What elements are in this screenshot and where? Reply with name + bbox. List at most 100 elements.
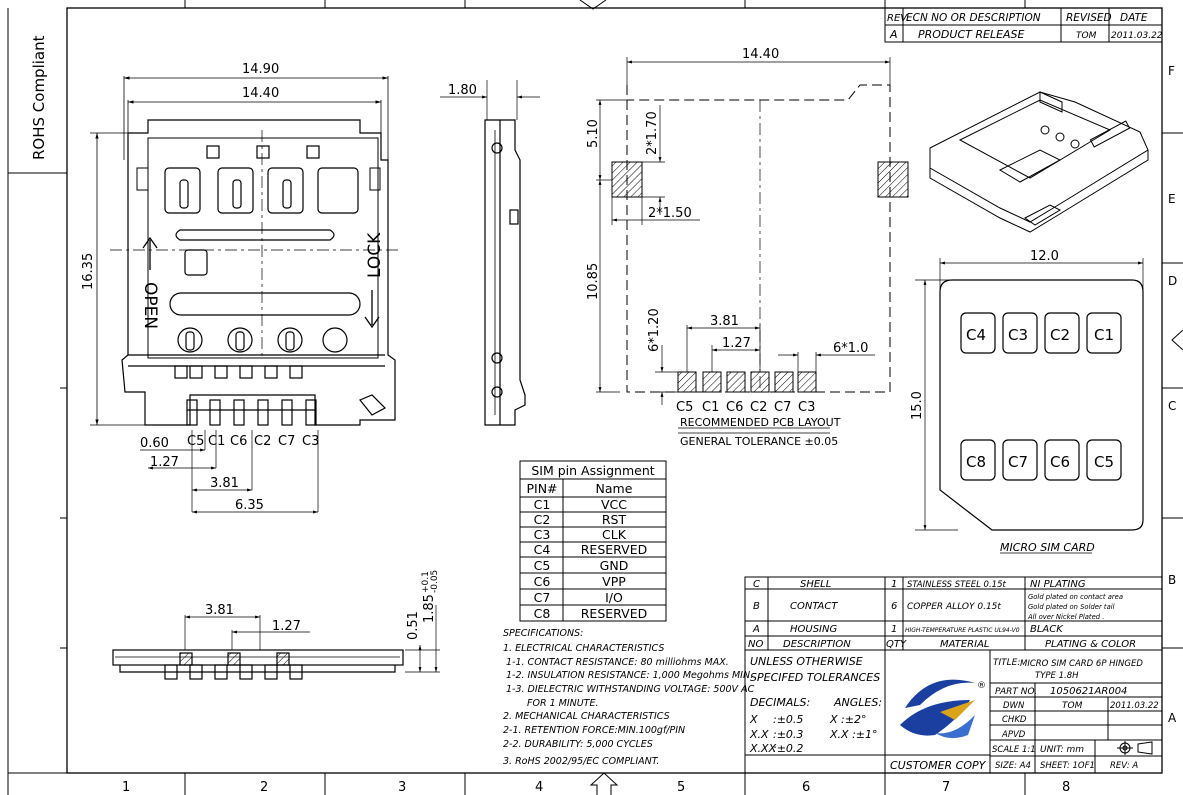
bom-row-b-qty: 6: [891, 601, 897, 612]
bom-row-b-desc: CONTACT: [790, 601, 838, 612]
spec-line-5: 1-3. DIELECTRIC WITHSTANDING VOLTAGE: 50…: [506, 684, 755, 695]
front-pin-c2: C2: [254, 434, 271, 449]
bom-row-a-plating: BLACK: [1030, 624, 1064, 635]
bom-row-a-qty: 1: [891, 624, 897, 635]
spec-line-8: 2-1. RETENTION FORCE:MIN.100gf/PIN: [503, 725, 685, 736]
row-f: F: [1168, 64, 1175, 78]
bom-row-b-mat: COPPER ALLOY 0.15t: [907, 602, 1001, 612]
pcb-caption: RECOMMENDED PCB LAYOUT: [680, 416, 841, 429]
pin-row-3-pin: C3: [534, 527, 551, 542]
front-dim-381: 3.81: [210, 476, 239, 491]
front-dim-127: 1.27: [150, 455, 179, 470]
bom-header-no: NO: [748, 639, 763, 650]
spec-line-2: 1. ELECTRICAL CHARACTERISTICS: [503, 643, 664, 654]
open-text: OPEN: [140, 282, 160, 329]
bom-row-c-plating: NI PLATING: [1030, 579, 1086, 590]
sim-dim-width: 12.0: [1030, 249, 1059, 264]
front-view: [90, 76, 400, 514]
title-line-1: MICRO SIM CARD 6P HINGED: [1020, 659, 1143, 669]
company-logo: [900, 679, 975, 739]
front-pin-c6: C6: [230, 434, 247, 449]
pcb-tolerance: GENERAL TOLERANCE ±0.05: [680, 435, 838, 448]
sim-caption: MICRO SIM CARD: [1000, 541, 1095, 554]
rev: REV: A: [1110, 761, 1138, 771]
bom-header-mat: MATERIAL: [940, 639, 989, 650]
rev-row-date: 2011.03.22: [1111, 31, 1163, 41]
bom-row-c-qty: 1: [891, 579, 897, 590]
bom-header-qty: QTY: [886, 639, 907, 650]
tol-row-1-b: :±0.5: [773, 713, 803, 726]
bom-row-b-plating-3: All over Nickel Plated .: [1027, 613, 1104, 621]
pin-row-1-pin: C1: [534, 497, 551, 512]
spec-line-6: FOR 1 MINUTE.: [527, 698, 599, 709]
rev-row-rev: A: [889, 28, 898, 41]
bottom-dim-127: 1.27: [272, 619, 301, 634]
dwn-name: TOM: [1062, 701, 1083, 711]
registered-mark: ®: [977, 681, 986, 691]
pcb-dim-1085: 10.85: [586, 263, 601, 300]
part-no: 1050621AR004: [1050, 686, 1127, 697]
sim-dim-height: 15.0: [910, 391, 925, 420]
col-8: 8: [1062, 780, 1070, 795]
lock-text: LOCK: [365, 232, 385, 278]
specifications: SPECIFICATIONS: 1. ELECTRICAL CHARACTERI…: [503, 628, 755, 767]
front-dim-width-total: 14.90: [242, 62, 279, 77]
front-pin-c1: C1: [208, 434, 225, 449]
pcb-layout: [596, 57, 909, 434]
bottom-tol-minus: -0.05: [430, 570, 440, 593]
spec-line-3: 1-1. CONTACT RESISTANCE: 80 milliohms MA…: [506, 657, 729, 668]
front-pin-c7: C7: [278, 434, 295, 449]
pin-table-header-name: Name: [596, 481, 633, 496]
title-block: [744, 649, 1163, 774]
pin-row-3-name: CLK: [602, 527, 627, 542]
bom-row-c-mat: STAINLESS STEEL 0.15t: [907, 580, 1006, 590]
row-e: E: [1168, 192, 1176, 206]
row-d: D: [1168, 274, 1177, 288]
sheet-frame: [7, 0, 1183, 795]
bottom-dim-381: 3.81: [205, 603, 234, 618]
pcb-dim-6x10: 6*1.0: [833, 341, 868, 356]
tol-row-3-b: :±0.2: [773, 742, 803, 755]
tol-row-3-a: X.XX: [749, 742, 777, 755]
apvd-label: APVD: [1001, 730, 1026, 740]
bom-row-c-desc: SHELL: [800, 579, 831, 590]
pcb-pin-c1: C1: [702, 400, 719, 415]
col-5: 5: [677, 780, 685, 795]
rev-header-desc: ECN NO OR DESCRIPTION: [906, 12, 1041, 24]
sim-contact-c1: C1: [1094, 326, 1114, 344]
size: SIZE: A4: [995, 761, 1031, 771]
pin-table: [519, 460, 667, 622]
pcb-dim-381: 3.81: [710, 314, 739, 329]
pcb-pin-c2: C2: [750, 400, 767, 415]
pin-row-5-name: GND: [600, 558, 629, 573]
spec-line-7: 2. MECHANICAL CHARACTERISTICS: [503, 711, 670, 722]
rev-row-revised: TOM: [1076, 31, 1097, 41]
pin-row-7-name: I/O: [605, 590, 623, 605]
bom-row-b-plating-2: Gold plated on Solder tail: [1028, 603, 1115, 611]
unit: UNIT: mm: [1040, 745, 1084, 755]
chkd-label: CHKD: [1002, 715, 1027, 725]
iso-view: [929, 91, 1149, 233]
spec-line-4: 1-2. INSULATION RESISTANCE: 1,000 Megohm…: [506, 670, 753, 681]
bom-row-c-no: C: [753, 579, 760, 590]
title-label: TITLE:: [993, 658, 1020, 668]
sim-contact-c2: C2: [1050, 326, 1070, 344]
pin-row-6-pin: C6: [534, 574, 551, 589]
pcb-pin-c3: C3: [798, 400, 815, 415]
spec-line-9: 2-2. DURABILITY: 5,000 CYCLES: [503, 739, 653, 750]
tol-row-2-b: :±0.3: [773, 728, 803, 741]
sim-contact-c8: C8: [966, 453, 986, 471]
col-3: 3: [398, 780, 406, 795]
spec-line-10: 3. RoHS 2002/95/EC COMPLIANT.: [503, 756, 659, 767]
front-pin-c3: C3: [302, 434, 319, 449]
tol-row-1-a: X: [749, 713, 758, 726]
front-dim-635: 6.35: [235, 498, 264, 513]
revision-table: [884, 7, 1163, 43]
tol-decimals: DECIMALS:: [750, 696, 810, 709]
bom-table: [744, 576, 1163, 651]
bottom-dim-051: 0.51: [406, 611, 421, 640]
bom-row-a-desc: HOUSING: [790, 624, 837, 635]
pcb-pin-c5: C5: [676, 400, 693, 415]
sim-contact-c6: C6: [1050, 453, 1070, 471]
dwn-label: DWN: [1003, 701, 1025, 711]
